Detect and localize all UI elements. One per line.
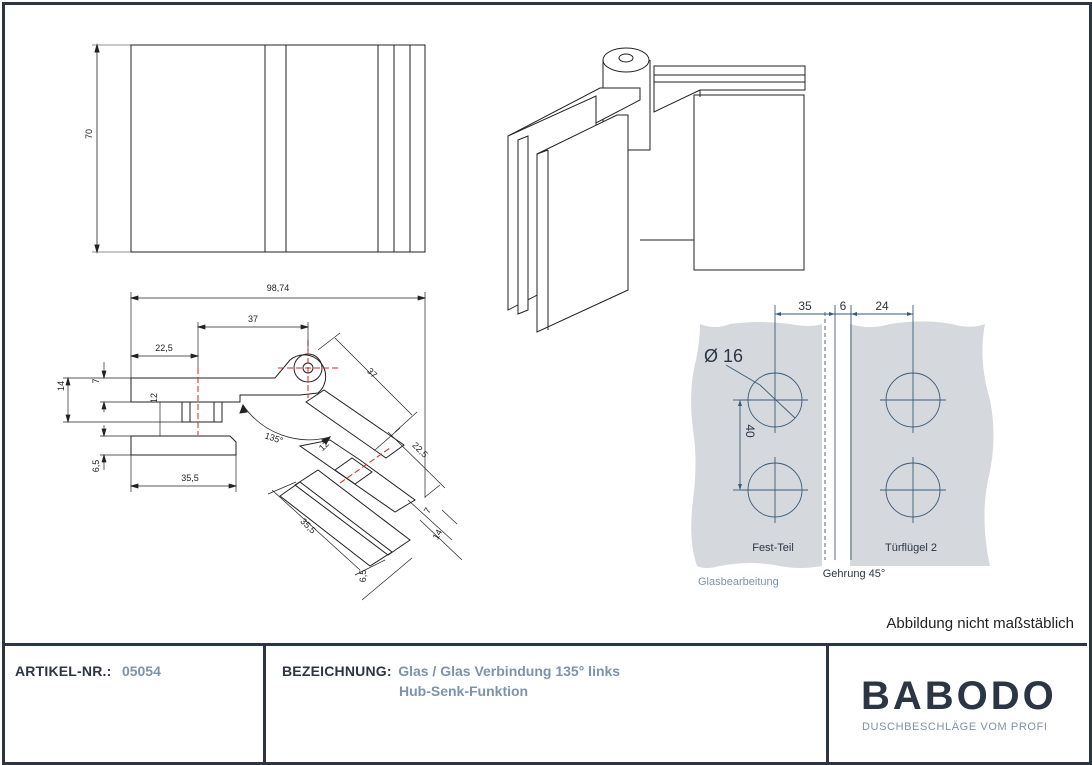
article-label: ARTIKEL-NR.: (15, 663, 112, 679)
designation-text: Glas / Glas Verbindung 135° links (398, 663, 621, 679)
title-block: ARTIKEL-NR.: 05054 BEZEICHNUNG: Glas / G… (5, 643, 1087, 763)
top-view-centerlines (197, 340, 391, 484)
dim-rot-6-5: 6,5 (358, 570, 368, 583)
dim-lower-width: 35,5 (181, 473, 199, 483)
dim-rot-14: 14 (431, 528, 445, 542)
top-view (130, 353, 416, 567)
glass-processing-section-label: Glasbearbeitung (698, 576, 779, 588)
dim-left-offset: 22,5 (155, 343, 173, 353)
dim-upper-thickness: 7 (91, 378, 101, 383)
brand-logo: BABODO (861, 674, 1057, 718)
glass-panel-door (850, 321, 994, 566)
isometric-view (507, 47, 806, 333)
dim-rot-37: 37 (365, 366, 379, 380)
dim-rot-35-5: 35,5 (298, 516, 317, 535)
brand-cell: BABODO DUSCHBESCHLÄGE VOM PROFI (829, 646, 1087, 763)
dim-plate-thickness: 14 (56, 381, 66, 391)
glass-processing-view (691, 305, 994, 568)
front-view-outline (130, 44, 426, 253)
front-view (92, 43, 426, 254)
dim-total-width: 98,74 (267, 283, 290, 293)
dim-gap: 12 (149, 393, 159, 403)
article-number: 05054 (121, 663, 161, 679)
designation-line-2: Hub-Senk-Funktion (399, 683, 528, 701)
height-dimension-label: 70 (84, 129, 94, 139)
glass-dim-40: 40 (743, 424, 757, 438)
glass-diameter-label: Ø 16 (704, 346, 743, 366)
designation-label: BEZEICHNUNG: (282, 663, 392, 679)
miter-label: Gehrung 45° (823, 568, 886, 580)
dim-rot-12: 12 (317, 439, 331, 453)
door-label: Türflügel 2 (885, 542, 937, 554)
designation-subtext: Hub-Senk-Funktion (399, 683, 529, 699)
dim-lower-thickness: 6,5 (91, 460, 101, 473)
designation-cell: BEZEICHNUNG: Glas / Glas Verbindung 135°… (266, 646, 829, 763)
not-to-scale-caption: Abbildung nicht maßstäblich (886, 615, 1074, 632)
dim-rot-7: 7 (422, 506, 433, 515)
fixed-part-label: Fest-Teil (752, 542, 794, 554)
technical-drawing: 70 (56, 43, 994, 601)
dim-angle: 135° (264, 431, 285, 446)
article-line: ARTIKEL-NR.: 05054 (15, 663, 161, 681)
article-cell: ARTIKEL-NR.: 05054 (5, 646, 266, 763)
designation-line: BEZEICHNUNG: Glas / Glas Verbindung 135°… (282, 663, 620, 681)
brand-tagline: DUSCHBESCHLÄGE VOM PROFI (862, 721, 1048, 733)
glass-dim-35: 35 (798, 299, 812, 313)
glass-dim-6: 6 (840, 299, 847, 313)
top-view-dimensions (63, 292, 463, 601)
glass-panel-fixed (691, 322, 822, 568)
dim-pivot-offset: 37 (248, 314, 258, 324)
glass-dim-24: 24 (875, 299, 889, 313)
